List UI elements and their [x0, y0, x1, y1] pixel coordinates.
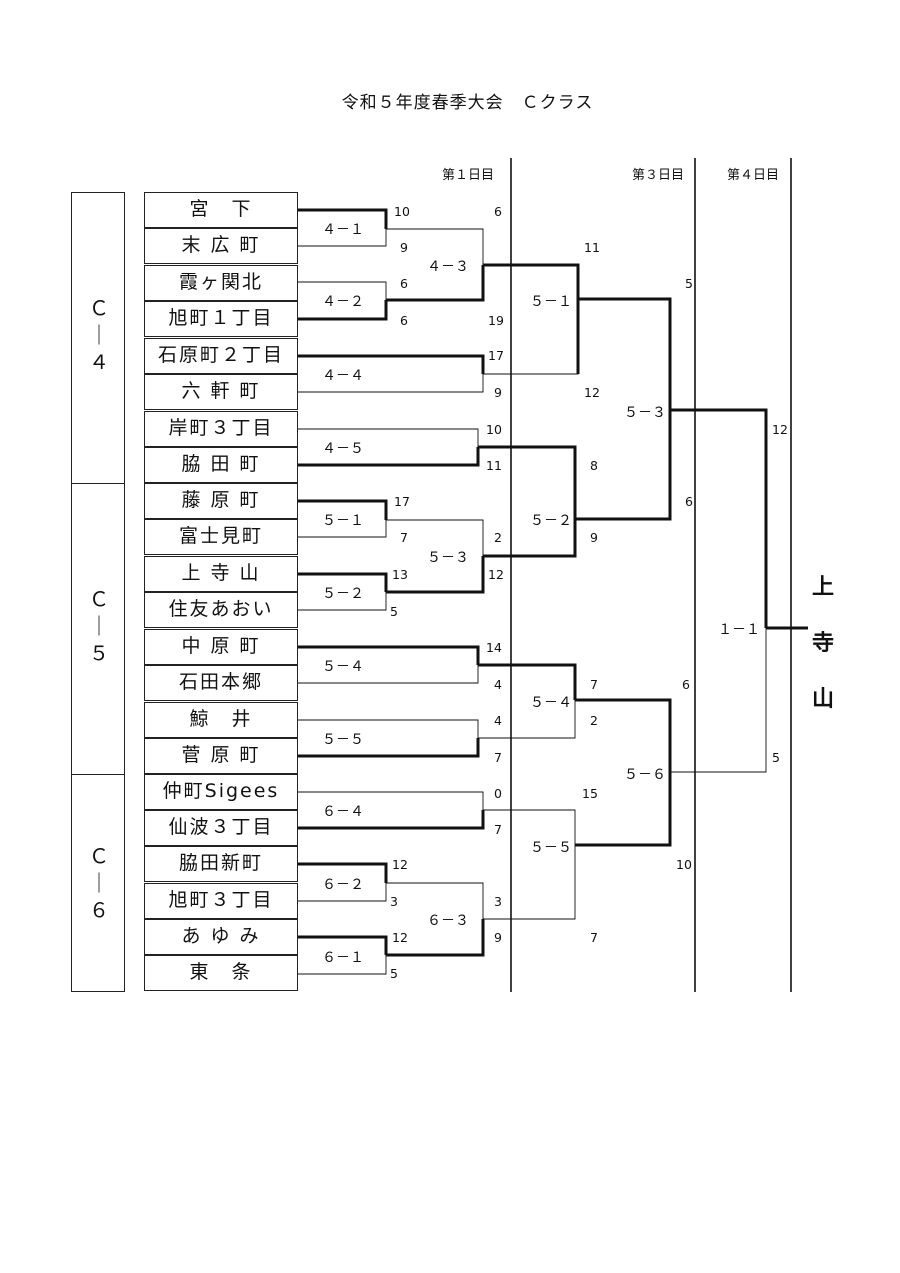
- score: 6: [682, 677, 690, 692]
- score: 12: [772, 422, 788, 437]
- score: 11: [584, 240, 600, 255]
- score: 2: [494, 530, 502, 545]
- score: 15: [582, 786, 598, 801]
- team-box: 石原町２丁目: [144, 338, 298, 374]
- score: 0: [494, 786, 502, 801]
- team-box: 富士見町: [144, 519, 298, 555]
- match-label: １－１: [718, 622, 760, 638]
- score: 5: [772, 750, 780, 765]
- match-label: ５－２: [530, 513, 572, 529]
- score: 6: [400, 313, 408, 328]
- team-box: 石田本郷: [144, 665, 298, 701]
- score: 10: [676, 857, 692, 872]
- team-box: 六 軒 町: [144, 374, 298, 410]
- score: 4: [494, 677, 502, 692]
- group-c4: Ｃ ｜ ４: [71, 192, 125, 484]
- team-box: 仲町Sigees: [144, 774, 298, 810]
- champion-name: 上 寺 山: [811, 575, 834, 712]
- score: 19: [488, 313, 504, 328]
- team-box: 菅 原 町: [144, 738, 298, 774]
- team-box: 旭町３丁目: [144, 883, 298, 919]
- score: 7: [494, 750, 502, 765]
- score: 6: [685, 494, 693, 509]
- group-c6: Ｃ ｜ ６: [71, 774, 125, 992]
- team-box: 上 寺 山: [144, 556, 298, 592]
- score: 9: [400, 240, 408, 255]
- match-label: ５－１: [322, 513, 364, 529]
- score: 6: [400, 276, 408, 291]
- team-box: 東 条: [144, 955, 298, 991]
- match-label: ５－３: [427, 550, 469, 566]
- match-label: ４－３: [427, 259, 469, 275]
- team-box: 鯨 井: [144, 702, 298, 738]
- score: 9: [494, 930, 502, 945]
- day-label-1: 第１日目: [441, 168, 494, 183]
- score: 5: [390, 966, 398, 981]
- score: 7: [590, 930, 598, 945]
- score: 7: [494, 822, 502, 837]
- score: 12: [584, 385, 600, 400]
- score: 4: [494, 713, 502, 728]
- match-label: ４－１: [322, 222, 364, 238]
- match-label: ５－２: [322, 586, 364, 602]
- score: 5: [685, 276, 693, 291]
- team-box: 脇田新町: [144, 846, 298, 882]
- match-label: ４－２: [322, 294, 364, 310]
- match-label: ６－４: [322, 804, 364, 820]
- score: 3: [494, 894, 502, 909]
- match-label: ５－３: [624, 405, 666, 421]
- group-c5-label: Ｃ ｜ ５: [89, 587, 109, 665]
- score: 17: [488, 348, 504, 363]
- score: 11: [486, 458, 502, 473]
- team-box: 中 原 町: [144, 629, 298, 665]
- score: 3: [390, 894, 398, 909]
- team-box: 末 広 町: [144, 228, 298, 264]
- team-box: 脇 田 町: [144, 447, 298, 483]
- match-label: ４－５: [322, 441, 364, 457]
- score: 12: [392, 857, 408, 872]
- day-label-3: 第３日目: [631, 168, 684, 183]
- match-label: ６－１: [322, 950, 364, 966]
- team-box: 旭町１丁目: [144, 301, 298, 337]
- score: 7: [400, 530, 408, 545]
- team-box: 仙波３丁目: [144, 810, 298, 846]
- match-label: ５－５: [530, 840, 572, 856]
- team-box: 岸町３丁目: [144, 411, 298, 447]
- score: 8: [590, 458, 598, 473]
- match-label: ５－５: [322, 732, 364, 748]
- team-box: 霞ヶ関北: [144, 265, 298, 301]
- team-box: あ ゆ み: [144, 919, 298, 955]
- match-label: ６－２: [322, 877, 364, 893]
- team-box: 藤 原 町: [144, 483, 298, 519]
- match-label: ５－１: [530, 294, 572, 310]
- score: 7: [590, 677, 598, 692]
- team-box: 住友あおい: [144, 592, 298, 628]
- team-box: 宮 下: [144, 192, 298, 228]
- score: 17: [394, 494, 410, 509]
- score: 12: [392, 930, 408, 945]
- score: 9: [590, 530, 598, 545]
- score: 10: [394, 204, 410, 219]
- day-label-4: 第４日目: [726, 168, 779, 183]
- score: 5: [390, 604, 398, 619]
- match-label: ５－６: [624, 767, 666, 783]
- match-label: ５－４: [322, 659, 364, 675]
- score: 13: [392, 567, 408, 582]
- score: 12: [488, 567, 504, 582]
- group-c6-label: Ｃ ｜ ６: [89, 844, 109, 922]
- group-c4-label: Ｃ ｜ ４: [89, 296, 109, 374]
- page-title: 令和５年度春季大会 Ｃクラス: [341, 93, 594, 113]
- score: 14: [486, 640, 502, 655]
- match-label: ５－４: [530, 695, 572, 711]
- score: 10: [486, 422, 502, 437]
- score: 9: [494, 385, 502, 400]
- score: 2: [590, 713, 598, 728]
- score: 6: [494, 204, 502, 219]
- match-label: ４－４: [322, 368, 364, 384]
- match-label: ６－３: [427, 913, 469, 929]
